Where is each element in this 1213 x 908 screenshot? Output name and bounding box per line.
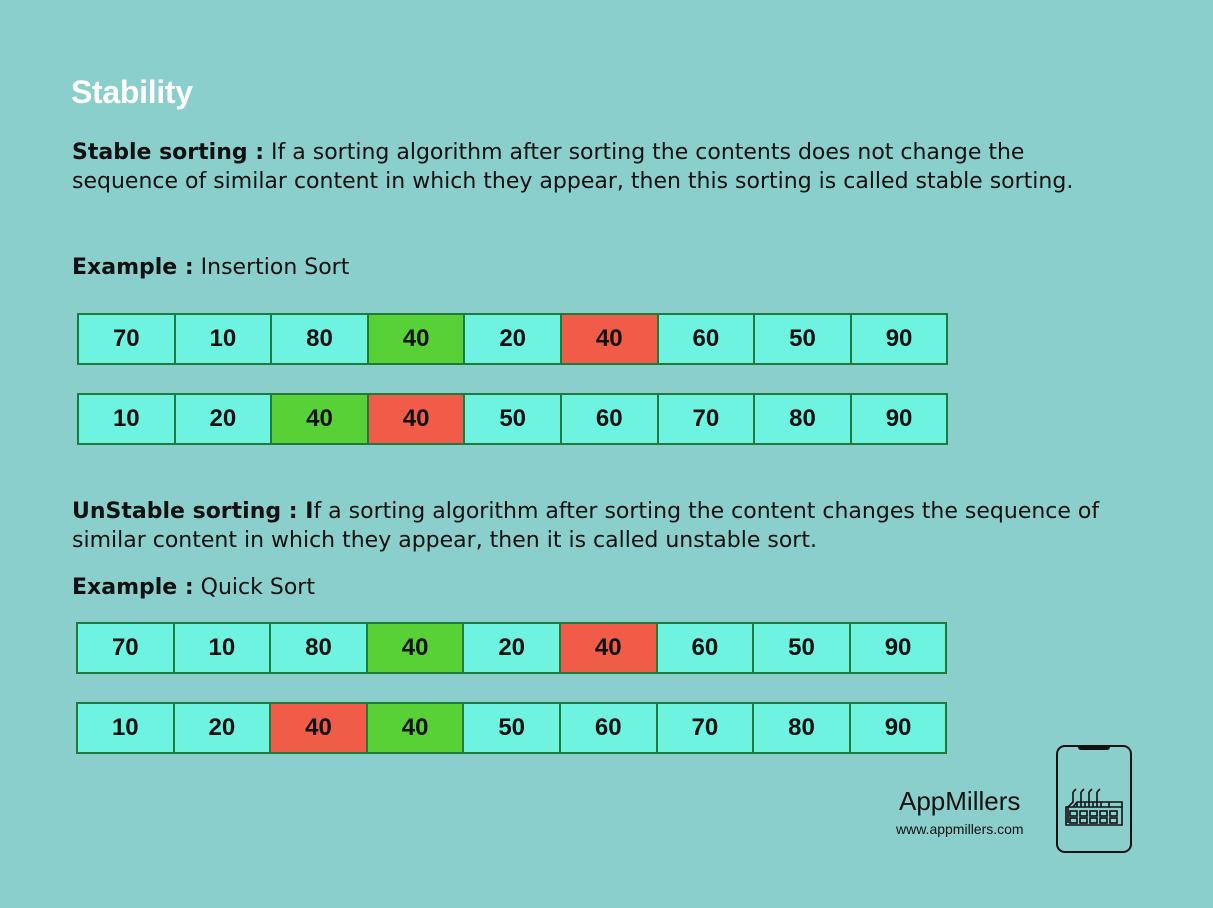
array-cell: 40 xyxy=(366,393,466,445)
array-cell: 10 xyxy=(77,393,176,445)
array-cell: 10 xyxy=(76,702,175,754)
array-cell: 60 xyxy=(656,313,756,365)
array-cell: 90 xyxy=(848,702,948,754)
unstable-sorting-term: UnStable sorting : I xyxy=(72,499,314,524)
array-cell: 70 xyxy=(655,702,755,754)
array-cell: 40 xyxy=(559,313,659,365)
factory-in-phone-icon xyxy=(1056,745,1132,853)
array-cell: 40 xyxy=(270,393,369,445)
stable-example: Example : Insertion Sort xyxy=(72,253,349,282)
brand-url: www.appmillers.com xyxy=(896,821,1024,837)
array-cell: 40 xyxy=(269,702,368,754)
array-cell: 60 xyxy=(558,702,658,754)
slide-title: Stability xyxy=(71,74,193,110)
array-cell: 50 xyxy=(462,702,561,754)
stable-sorting-text: If a sorting algorithm after sorting the… xyxy=(72,140,1074,194)
array-cell: 20 xyxy=(463,313,562,365)
array-cell: 40 xyxy=(365,702,465,754)
array-cell: 80 xyxy=(270,313,369,365)
unstable-sorting-text: f a sorting algorithm after sorting the … xyxy=(72,499,1100,553)
array-cell: 90 xyxy=(849,393,949,445)
array-cell: 90 xyxy=(849,313,949,365)
brand-name: AppMillers xyxy=(899,786,1021,816)
array-cell: 50 xyxy=(753,313,852,365)
array-cell: 20 xyxy=(462,622,561,674)
array-cell: 70 xyxy=(656,393,756,445)
array-cell: 50 xyxy=(463,393,562,445)
array-cell: 70 xyxy=(77,313,176,365)
array-cell: 40 xyxy=(366,313,466,365)
stable-example-value: Insertion Sort xyxy=(193,255,350,280)
array-cell: 10 xyxy=(173,313,273,365)
stable-sorting-definition: Stable sorting : If a sorting algorithm … xyxy=(72,138,1132,196)
factory-icon xyxy=(1065,788,1123,826)
stable-sorting-term: Stable sorting : xyxy=(72,140,265,165)
array-cell: 60 xyxy=(559,393,659,445)
array-cell: 40 xyxy=(558,622,658,674)
unstable-sorting-definition: UnStable sorting : If a sorting algorith… xyxy=(72,497,1172,555)
array-cell: 80 xyxy=(752,702,851,754)
array-cell: 70 xyxy=(76,622,175,674)
unstable-example-value: Quick Sort xyxy=(193,575,315,600)
stable-example-label: Example : xyxy=(72,255,194,280)
array-cell: 50 xyxy=(752,622,851,674)
unstable-example-label: Example : xyxy=(72,575,194,600)
array-cell: 80 xyxy=(269,622,368,674)
array-cell: 90 xyxy=(848,622,948,674)
array-cell: 10 xyxy=(172,622,272,674)
array-cell: 20 xyxy=(172,702,272,754)
phone-notch xyxy=(1078,745,1110,750)
unstable-example: Example : Quick Sort xyxy=(72,573,315,602)
array-cell: 40 xyxy=(365,622,465,674)
array-cell: 60 xyxy=(655,622,755,674)
array-cell: 80 xyxy=(753,393,852,445)
array-cell: 20 xyxy=(173,393,273,445)
